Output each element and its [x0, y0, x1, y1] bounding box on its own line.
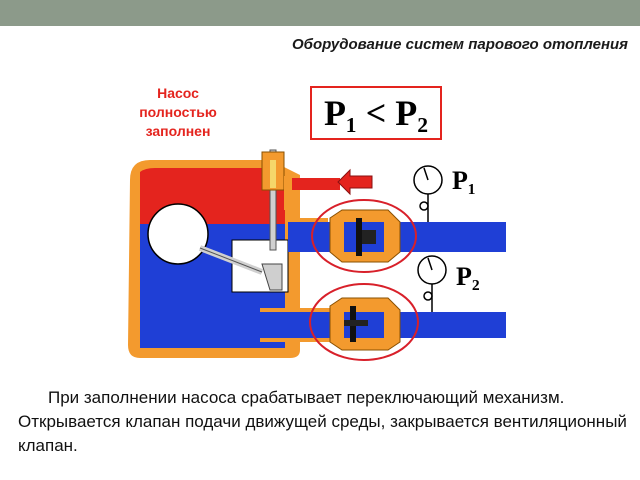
float-arm-outline — [199, 247, 263, 273]
lever — [261, 263, 283, 291]
slide-title: Оборудование систем парового отопления — [292, 36, 628, 53]
description-text: При заполнении насоса срабатывает перекл… — [18, 388, 627, 455]
gauge-p1-label: P₁ — [452, 166, 476, 195]
lower-pipe-shell-top — [260, 308, 332, 312]
pump-label-line3: заполнен — [145, 123, 211, 139]
upper-valve-disc — [356, 218, 362, 256]
float-ball — [147, 203, 209, 265]
lower-valve-stem — [344, 320, 368, 326]
lower-valve-highlight — [309, 283, 419, 361]
lower-pipe-shell-bottom — [260, 338, 332, 342]
gauge-p2-label: P₂ — [456, 262, 480, 291]
pump-label-line2: полностью — [139, 104, 217, 120]
upper-valve-highlight — [311, 199, 417, 273]
gauge-p2-needle — [427, 257, 433, 271]
pump-status-label: Насос полностью заполнен — [118, 84, 238, 141]
steam-inlet-pipe — [284, 178, 340, 190]
gauge-p1-needle — [423, 167, 429, 181]
gauge-p1-tap — [419, 201, 429, 211]
gauge-p2-tap — [423, 291, 433, 301]
valve-rod — [269, 149, 277, 251]
valve-core — [270, 160, 276, 188]
upper-valve-spring — [362, 230, 376, 244]
upper-pipe-shell — [288, 218, 328, 222]
top-bar — [0, 0, 640, 26]
pressure-formula: P₁ < P₂ — [310, 86, 442, 140]
steam-inlet-connector — [284, 176, 292, 210]
steam-arrow — [337, 168, 373, 196]
pump-label-line1: Насос — [157, 85, 199, 101]
